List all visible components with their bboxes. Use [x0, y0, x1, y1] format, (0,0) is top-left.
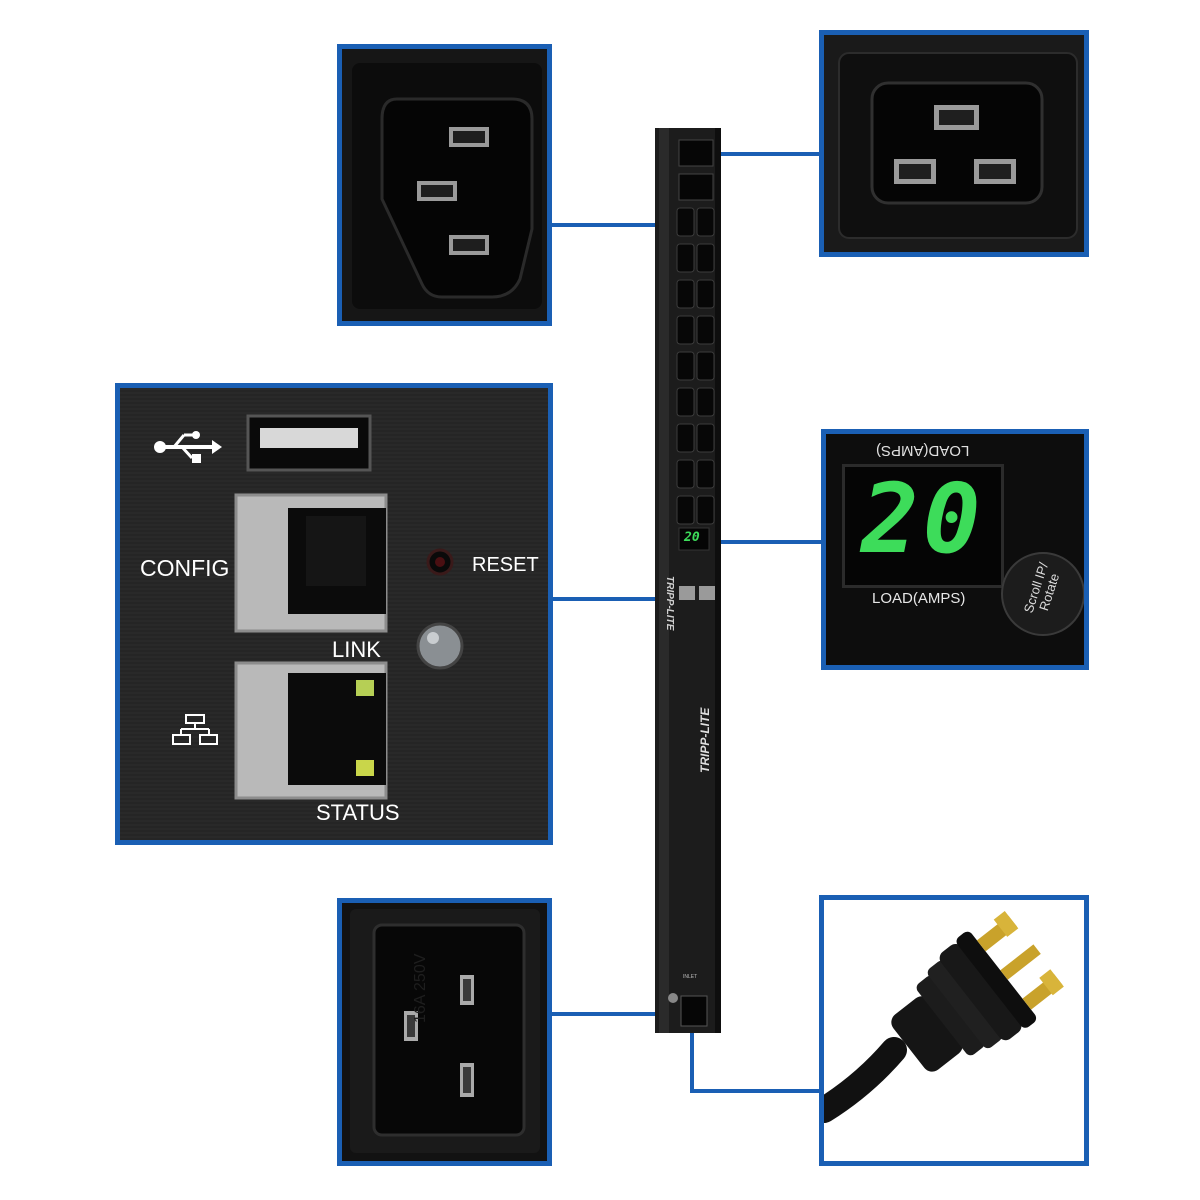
- pdu-c13-outlet: [696, 351, 715, 381]
- connector-line-c13: [550, 223, 657, 227]
- load-label: LOAD(AMPS): [872, 590, 966, 607]
- c20-inlet-image: [342, 903, 547, 1161]
- link-label: LINK: [332, 637, 381, 662]
- connector-line-c19: [721, 152, 821, 156]
- connector-line-display: [721, 540, 825, 544]
- pdu-c13-outlet: [696, 279, 715, 309]
- vertical-pdu: 20 TRIPP-LITE TRIPP-LITE INLET: [655, 128, 721, 1033]
- network-module-panel: CONFIG RESET LINK STATUS: [115, 383, 553, 845]
- network-module-image: [120, 388, 548, 840]
- pdu-display-digits: 20: [684, 530, 700, 545]
- config-label: CONFIG: [140, 555, 230, 581]
- pdu-c13-outlet: [696, 423, 715, 453]
- load-digits: 20: [861, 463, 985, 575]
- connector-line-inlet: [550, 1012, 657, 1016]
- pdu-c13-outlet: [676, 279, 695, 309]
- load-label-mirrored: LOAD(AMPS): [876, 442, 970, 459]
- c19-outlet-panel: [819, 30, 1089, 257]
- plug-panel: [819, 895, 1089, 1166]
- led-display: 20: [842, 464, 1004, 588]
- scroll-ip-rotate-button[interactable]: Scroll IP/ Rotate: [1001, 552, 1084, 636]
- reset-label: RESET: [472, 554, 539, 576]
- c13-outlet-image: [342, 49, 547, 321]
- pdu-c13-outlet: [676, 315, 695, 345]
- pdu-c13-outlets: [676, 207, 715, 525]
- load-display-panel: LOAD(AMPS) 20 LOAD(AMPS) Scroll IP/ Rota…: [821, 429, 1089, 670]
- pdu-c13-outlet: [696, 495, 715, 525]
- pdu-c13-outlet: [676, 351, 695, 381]
- pdu-c13-outlet: [676, 459, 695, 489]
- c13-outlet-panel: [337, 44, 552, 326]
- pdu-c13-outlet: [676, 243, 695, 273]
- pdu-c13-outlet: [696, 315, 715, 345]
- pdu-c13-outlet: [696, 459, 715, 489]
- pdu-c13-outlet: [676, 495, 695, 525]
- pdu-c13-outlet: [696, 207, 715, 237]
- connector-line-plug-vertical: [690, 1033, 694, 1093]
- pdu-c13-outlet: [676, 387, 695, 417]
- pdu-c13-outlet: [696, 387, 715, 417]
- inlet-rating-text: 16A 250V: [412, 953, 429, 1023]
- connector-line-network: [550, 597, 657, 601]
- pdu-c13-outlet: [676, 423, 695, 453]
- network-icon: [172, 714, 218, 745]
- connector-line-plug-horizontal: [690, 1089, 823, 1093]
- pdu-inlet-label: INLET: [683, 974, 698, 980]
- pdu-c13-outlet: [676, 207, 695, 237]
- c19-outlet-image: [824, 35, 1084, 252]
- pdu-brand-logo-upper: TRIPP-LITE: [664, 576, 675, 631]
- pdu-brand-logo-lower: TRIPP-LITE: [698, 707, 712, 773]
- plug-image: [824, 900, 1084, 1161]
- status-label: STATUS: [316, 800, 400, 825]
- usb-icon: [154, 431, 222, 463]
- pdu-c13-outlet: [696, 243, 715, 273]
- pdu-body: [655, 128, 721, 1033]
- c20-inlet-panel: 16A 250V: [337, 898, 552, 1166]
